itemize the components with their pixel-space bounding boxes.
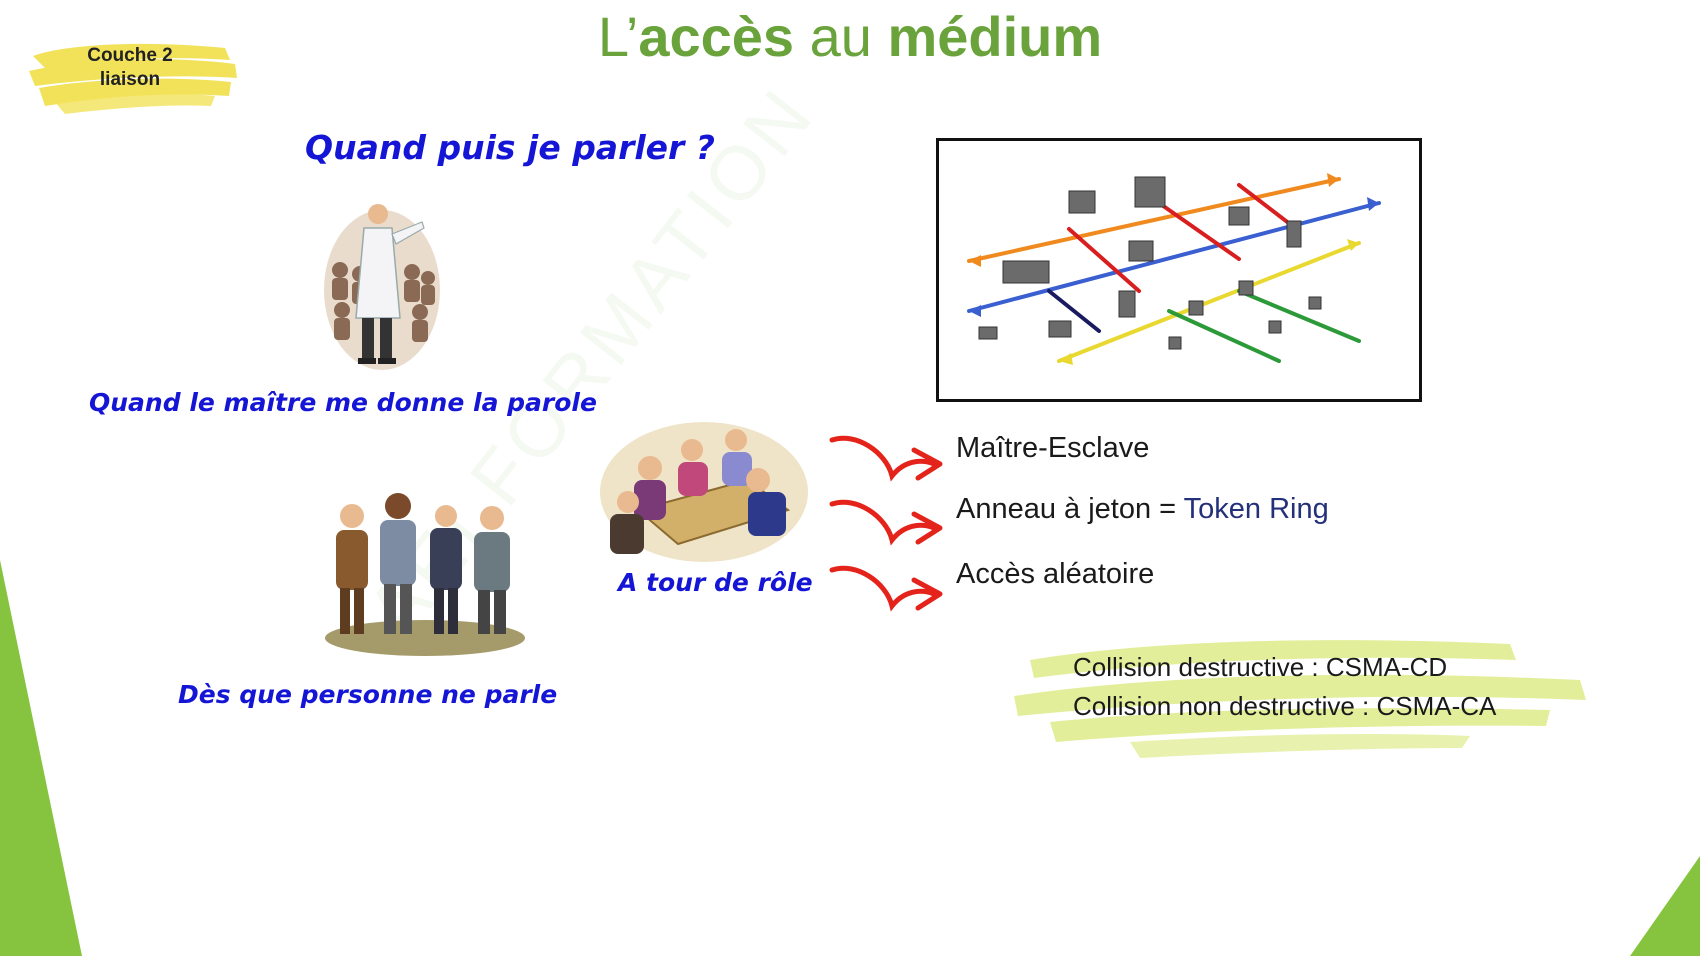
red-curved-arrow-2: [829, 499, 943, 546]
meeting-clipart: [600, 422, 808, 562]
caption-master: Quand le maître me donne la parole: [89, 388, 597, 417]
title-part-3: au: [794, 5, 888, 68]
collision-non-destructive: Collision non destructive : CSMA-CA: [1073, 691, 1497, 721]
red-curved-arrow-3: [829, 565, 943, 612]
token-ring-prefix: Anneau à jeton =: [956, 493, 1184, 525]
title-part-1: L’: [597, 5, 639, 68]
collision-highlight: [1014, 640, 1586, 758]
method-token-ring: Anneau à jeton = Token Ring: [956, 493, 1329, 526]
teacher-clipart: [324, 204, 440, 370]
corner-decoration-right: [1630, 856, 1700, 956]
group-talk-clipart: [325, 493, 525, 656]
badge-line-1: Couche 2: [87, 45, 173, 66]
method-random-access: Accès aléatoire: [956, 558, 1155, 590]
corner-decoration-left: [0, 560, 82, 956]
caption-random: Dès que personne ne parle: [178, 680, 558, 709]
caption-turn: A tour de rôle: [618, 568, 813, 597]
question-heading: Quand puis je parler ?: [305, 128, 715, 167]
collision-destructive: Collision destructive : CSMA-CD: [1073, 652, 1448, 682]
network-image-frame: [936, 138, 1422, 402]
title-part-2: accès: [638, 5, 795, 68]
method-master-slave: Maître-Esclave: [956, 432, 1150, 464]
red-curved-arrow-1: [829, 435, 943, 482]
network-diagram: [967, 173, 1381, 365]
token-ring-name: Token Ring: [1183, 493, 1329, 525]
badge-highlight: [29, 43, 237, 114]
slide-title: L’accès au médium: [0, 4, 1700, 69]
badge-line-2: liaison: [99, 69, 161, 90]
title-part-4: médium: [887, 5, 1103, 68]
layer-badge: Couche 2 liaison: [60, 44, 200, 92]
